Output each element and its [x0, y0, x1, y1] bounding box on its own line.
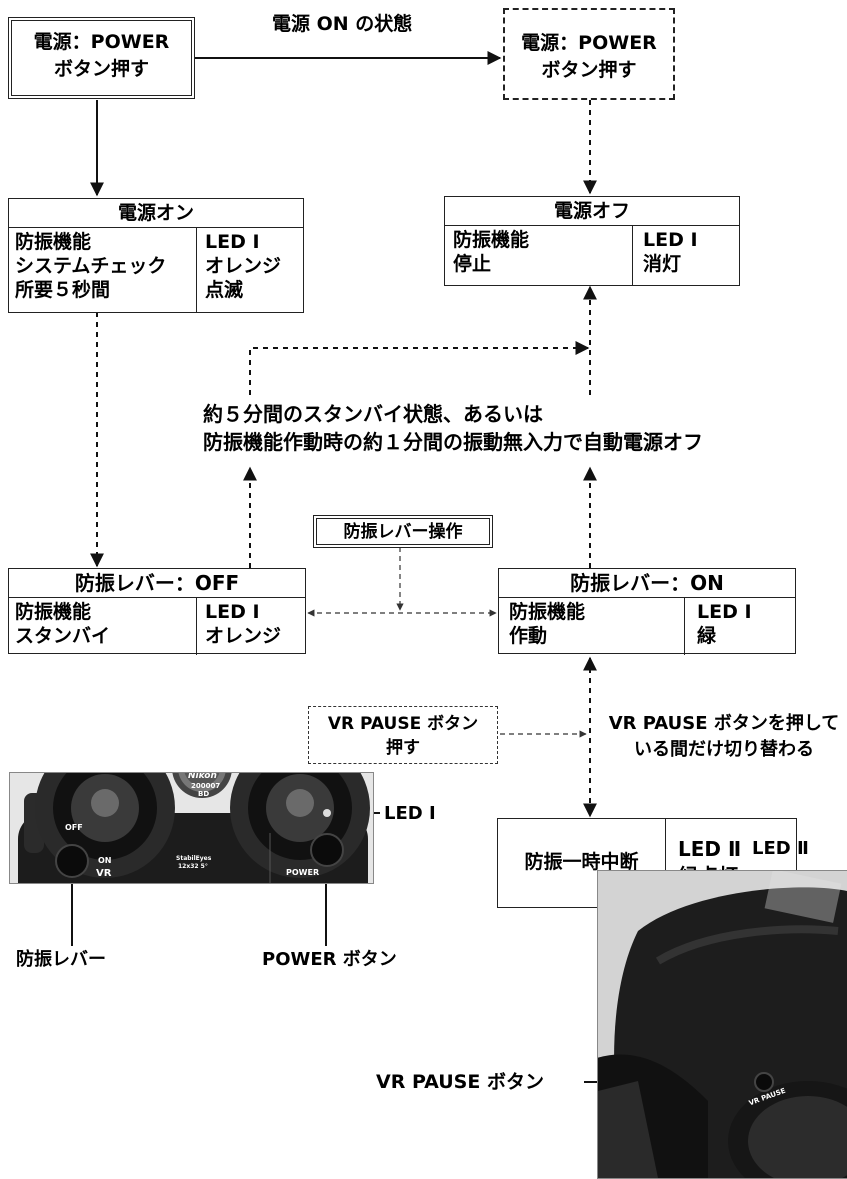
pause-left-text: 防振一時中断 — [524, 851, 639, 873]
power-off-left-1: 防振機能 — [453, 229, 530, 251]
lever-operation-box: 防振レバー操作 — [313, 515, 493, 548]
lever-on-right-cell: LED Ⅰ 緑 — [685, 598, 797, 655]
vr-pause-press-line2: 押す — [386, 738, 420, 758]
power-off-left-2: 停止 — [453, 253, 492, 275]
photo-bd: BD — [198, 790, 210, 798]
lever-on-left-2: 作動 — [509, 625, 548, 647]
binoculars-side-illustration — [598, 871, 847, 1178]
binoculars-photo-side: VR PAUSE — [597, 870, 847, 1179]
power-off-right-2: 消灯 — [643, 253, 682, 275]
lever-on-right-2: 緑 — [697, 625, 717, 647]
vr-pause-press-box: VR PAUSE ボタン 押す — [308, 706, 498, 764]
callout-power-button: POWER ボタン — [262, 949, 397, 970]
lever-on-left-cell: 防振機能 作動 — [499, 598, 685, 655]
lever-on-left-1: 防振機能 — [509, 601, 586, 623]
photo-model-1: StabilEyes — [176, 855, 212, 862]
power-on-title: 電源オン — [9, 199, 303, 228]
callout-led1: LED Ⅰ — [384, 803, 436, 824]
callout-vr-pause-button: VR PAUSE ボタン — [376, 1071, 544, 1093]
binoculars-illustration — [10, 773, 373, 883]
power-on-state-label: 電源 ON の状態 — [272, 13, 413, 35]
vr-pause-note-line1: VR PAUSE ボタンを押して — [608, 713, 840, 734]
power-on-right-1: LED Ⅰ — [205, 231, 260, 253]
callout-vr-lever: 防振レバー — [16, 949, 106, 970]
power-on-left-1: 防振機能 — [15, 231, 92, 253]
power-on-right-cell: LED Ⅰ オレンジ 点滅 — [197, 228, 304, 313]
power-off-title: 電源オフ — [445, 197, 739, 226]
power-on-left-3: 所要５秒間 — [15, 279, 111, 301]
power-on-left-2: システムチェック — [15, 255, 167, 277]
lever-on-title: 防振レバー：ON — [499, 569, 795, 598]
photo-brand: Nikon — [188, 772, 217, 781]
power-on-left-cell: 防振機能 システムチェック 所要５秒間 — [9, 228, 197, 313]
lever-off-left-cell: 防振機能 スタンバイ — [9, 598, 197, 655]
power-box-right-line1: 電源：POWER — [521, 32, 657, 54]
photo-power-text: POWER — [286, 868, 320, 877]
power-button-box-left: 電源：POWER ボタン押す — [8, 17, 195, 99]
lever-on-right-1: LED Ⅰ — [697, 601, 752, 623]
pause-right-line1: LED Ⅱ — [678, 837, 742, 861]
photo-serial: 200007 — [191, 782, 221, 790]
power-box-line1: 電源：POWER — [33, 31, 170, 53]
power-off-right-1: LED Ⅰ — [643, 229, 698, 251]
power-off-box: 電源オフ 防振機能 停止 LED Ⅰ 消灯 — [444, 196, 740, 286]
photo-switch-on: ON — [98, 856, 112, 865]
lever-operation-inner: 防振レバー操作 — [316, 518, 490, 545]
lever-off-left-2: スタンバイ — [15, 625, 111, 647]
power-button-box-right: 電源：POWER ボタン押す — [503, 8, 675, 100]
power-off-left-cell: 防振機能 停止 — [445, 226, 633, 286]
lever-off-title: 防振レバー：OFF — [9, 569, 305, 598]
arrow-autooff-bracket — [249, 341, 590, 395]
lever-off-right-cell: LED Ⅰ オレンジ — [197, 598, 307, 655]
callout-led2: LED Ⅱ — [752, 838, 809, 859]
auto-off-line2: 防振機能作動時の約１分間の振動無入力で自動電源オフ — [203, 430, 703, 454]
binoculars-photo-top: Nikon 200007 BD OFF ON VR StabilEyes 12x… — [9, 772, 374, 884]
auto-off-line1: 約５分間のスタンバイ状態、あるいは — [203, 402, 543, 426]
power-on-box: 電源オン 防振機能 システムチェック 所要５秒間 LED Ⅰ オレンジ 点滅 — [8, 198, 304, 313]
power-on-right-3: 点滅 — [205, 279, 244, 301]
power-box-line2: ボタン押す — [53, 58, 149, 80]
vr-pause-press-line1: VR PAUSE ボタン — [327, 714, 479, 734]
lever-operation-label: 防振レバー操作 — [343, 522, 463, 542]
photo-switch-vr: VR — [96, 868, 112, 879]
lever-off-right-2: オレンジ — [205, 625, 282, 647]
power-off-right-cell: LED Ⅰ 消灯 — [633, 226, 740, 286]
lever-off-right-1: LED Ⅰ — [205, 601, 260, 623]
photo-model-2: 12x32 5° — [178, 863, 208, 870]
lever-off-box: 防振レバー：OFF 防振機能 スタンバイ LED Ⅰ オレンジ — [8, 568, 307, 655]
pause-left-cell: 防振一時中断 — [498, 819, 666, 907]
vr-pause-note-line2: いる間だけ切り替わる — [634, 739, 814, 760]
lever-on-box: 防振レバー：ON 防振機能 作動 LED Ⅰ 緑 — [498, 568, 797, 655]
lever-off-left-1: 防振機能 — [15, 601, 92, 623]
power-box-right-line2: ボタン押す — [541, 59, 637, 81]
power-on-right-2: オレンジ — [205, 255, 282, 277]
photo-switch-off: OFF — [65, 823, 83, 832]
